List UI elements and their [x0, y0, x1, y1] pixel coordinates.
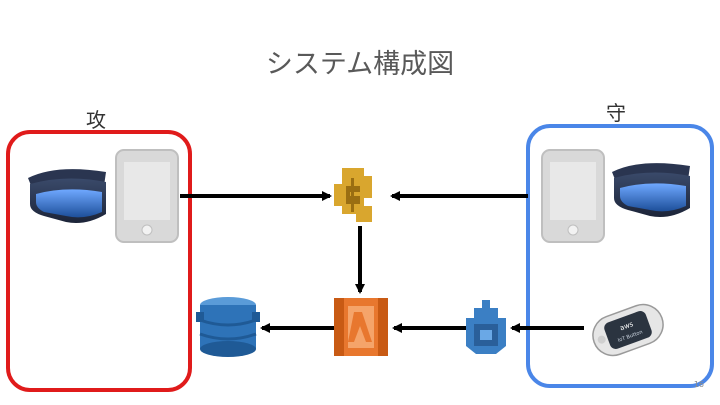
defend-group-box	[526, 124, 714, 388]
aws-iot-icon	[466, 300, 506, 354]
smartphone-icon	[115, 149, 179, 243]
vr-headset-icon	[612, 163, 690, 217]
attack-label: 攻	[86, 108, 106, 132]
dash-button-icon: aws IoT Button	[592, 303, 664, 357]
smartphone-icon	[541, 149, 605, 243]
vr-headset-icon	[28, 169, 106, 223]
dynamodb-icon	[196, 297, 260, 357]
page-number: 16	[693, 380, 704, 389]
lambda-icon	[334, 298, 388, 356]
attack-group-box	[6, 130, 192, 392]
api-gateway-icon	[334, 168, 372, 222]
page-title: システム構成図	[265, 49, 455, 80]
defend-label: 守	[606, 101, 626, 125]
